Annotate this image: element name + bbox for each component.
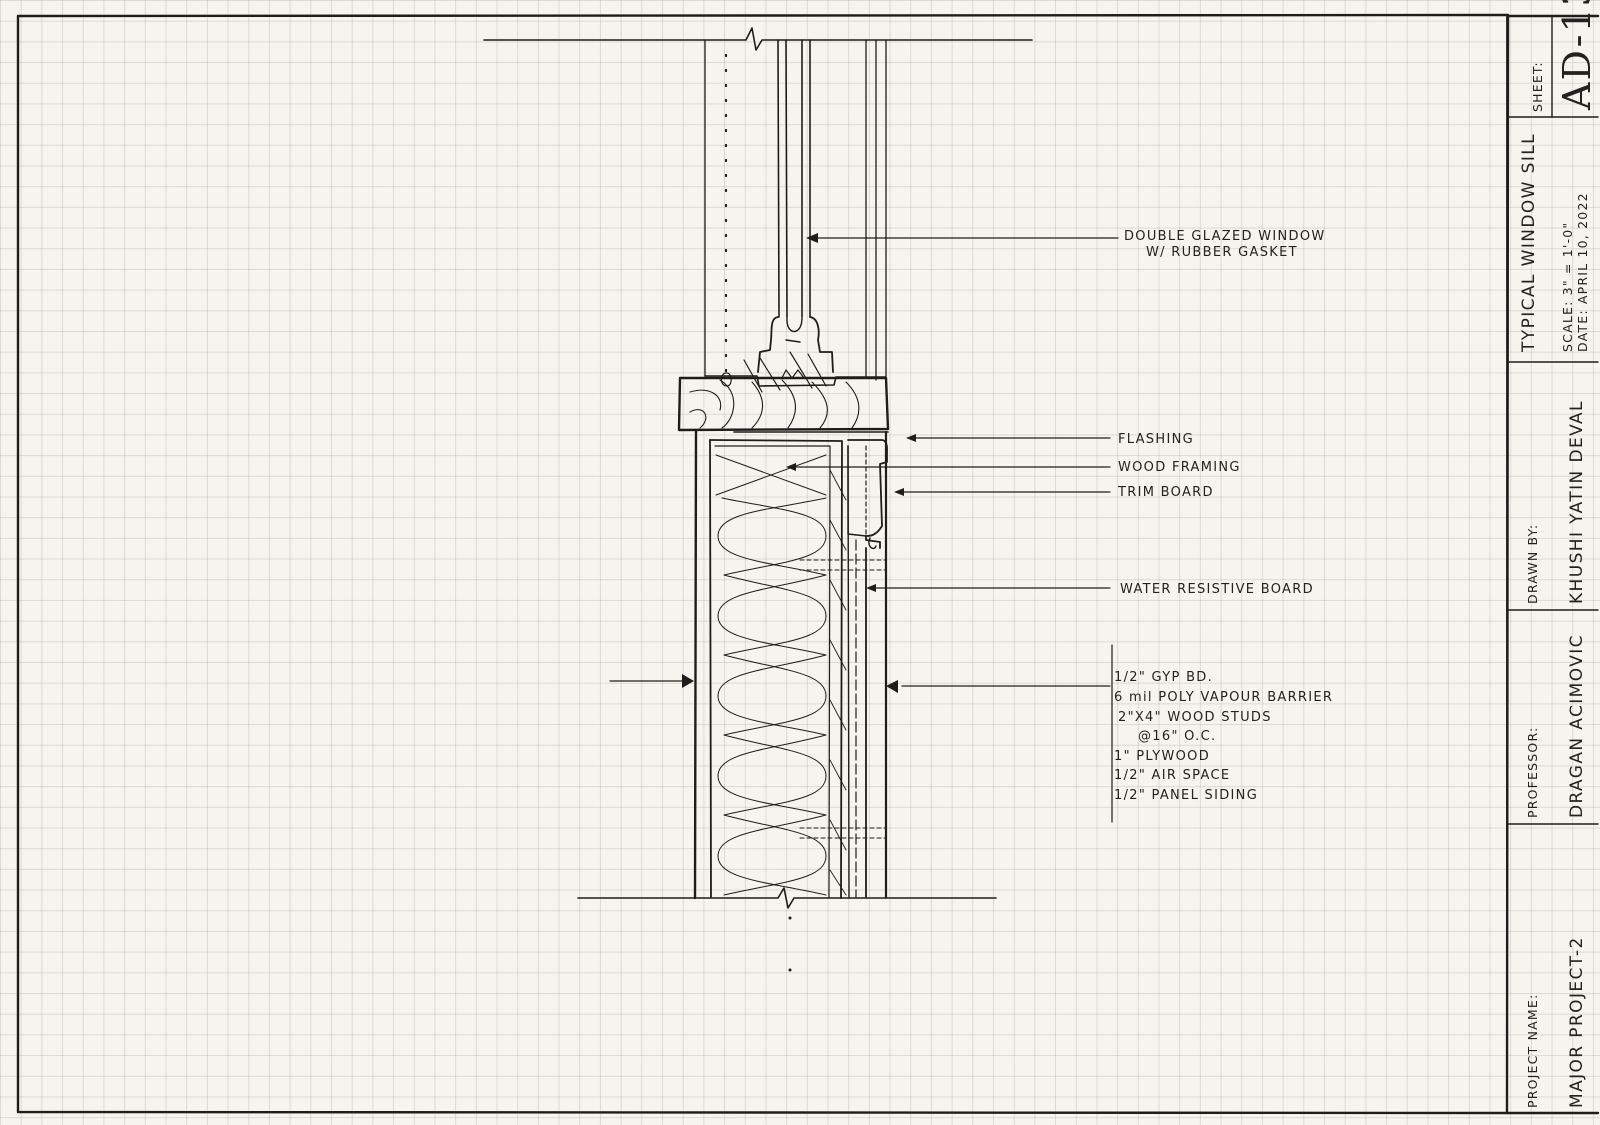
layer-air-space: 1/2" AIR SPACE (1114, 768, 1230, 783)
window-label-line2: W/ RUBBER GASKET (1146, 245, 1298, 260)
layer-stud-spacing: @16" O.C. (1138, 729, 1216, 744)
leader-lines (786, 233, 1119, 592)
drawing-date: DATE: APRIL 10, 2022 (1575, 192, 1590, 352)
window-label-line1: DOUBLE GLAZED WINDOW (1124, 229, 1326, 244)
section-cut-arrows (609, 644, 1113, 823)
flashing-label: FLASHING (1118, 432, 1194, 447)
layer-plywood: 1" PLYWOOD (1114, 749, 1210, 764)
assembly-layer-list: 1/2" GYP BD. 6 mil POLY VAPOUR BARRIER 2… (1114, 670, 1333, 803)
sheet-border (16, 13, 1600, 1115)
project-label: PROJECT NAME: (1525, 994, 1540, 1108)
trim-board-label: TRIM BOARD (1117, 485, 1214, 500)
layer-gyp-board: 1/2" GYP BD. (1114, 670, 1213, 685)
title-block-text: SHEET: AD-13 TYPICAL WINDOW SILL SCALE: … (1519, 0, 1599, 1108)
layer-vapour-barrier: 6 mil POLY VAPOUR BARRIER (1114, 690, 1333, 705)
drawn-by-name: KHUSHI YATIN DEVAL (1567, 400, 1587, 604)
annotation-labels: DOUBLE GLAZED WINDOW W/ RUBBER GASKET FL… (1117, 229, 1326, 597)
sheet-label: SHEET: (1530, 61, 1545, 112)
professor-name: DRAGAN ACIMOVIC (1567, 634, 1587, 818)
drawing-scale: SCALE: 3" = 1'-0" (1560, 222, 1575, 352)
drawn-by-label: DRAWN BY: (1525, 524, 1540, 604)
wall-section (693, 428, 889, 900)
wood-framing-label: WOOD FRAMING (1118, 460, 1241, 475)
sheet-number: AD-13 (1555, 0, 1599, 111)
window-section (704, 39, 887, 393)
professor-label: PROFESSOR: (1525, 727, 1540, 818)
water-resistive-board-label: WATER RESISTIVE BOARD (1120, 582, 1314, 597)
layer-wood-studs: 2"X4" WOOD STUDS (1118, 710, 1272, 725)
top-break-line (483, 27, 1033, 51)
layer-panel-siding: 1/2" PANEL SIDING (1114, 788, 1258, 803)
drawing-title: TYPICAL WINDOW SILL (1519, 133, 1539, 353)
window-sill-board (677, 376, 890, 432)
project-name: MAJOR PROJECT-2 (1567, 936, 1587, 1108)
bottom-break-line (577, 887, 997, 972)
title-block (1506, 15, 1599, 1114)
